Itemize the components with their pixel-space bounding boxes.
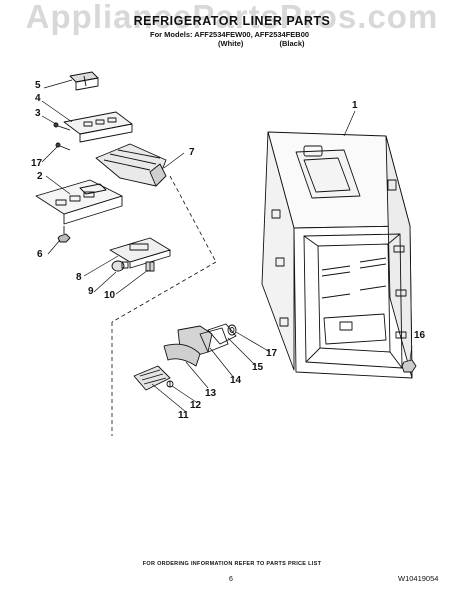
callout-8: 8	[76, 272, 82, 283]
callout-4: 4	[35, 93, 41, 104]
variant-white: (White)	[218, 39, 244, 48]
part-15-bracket	[207, 323, 237, 345]
part-2-panel	[35, 179, 123, 225]
models-line: For Models: AFF2534FEW00, AFF2534FEB00	[150, 30, 310, 39]
callout-2: 2	[37, 171, 43, 182]
liner-part-1	[261, 131, 413, 379]
callout-11: 11	[178, 410, 189, 421]
callout-3: 3	[35, 108, 41, 119]
callout-17-upper: 17	[31, 158, 43, 169]
part-9-bulb	[111, 260, 129, 272]
part-8-light-housing	[109, 237, 171, 269]
part-4-housing	[63, 111, 133, 143]
callout-12: 12	[190, 400, 202, 411]
callout-7: 7	[189, 147, 195, 158]
part-7-cover	[95, 143, 167, 187]
part-10-socket	[145, 261, 155, 272]
ordering-note: FOR ORDERING INFORMATION REFER TO PARTS …	[142, 561, 322, 567]
callout-14: 14	[230, 375, 242, 386]
part-3-screw	[53, 122, 71, 131]
part-11-grille	[133, 365, 171, 391]
callout-16: 16	[414, 330, 426, 341]
callout-10: 10	[104, 290, 116, 301]
part-17-screw-upper	[55, 142, 71, 151]
callout-6: 6	[37, 249, 43, 260]
variant-black: (Black)	[279, 39, 305, 48]
leader-lines	[41, 79, 413, 413]
document-code: W10419054	[398, 574, 439, 583]
variants-line: (White) (Black)	[218, 39, 339, 48]
part-12-screw	[166, 380, 174, 388]
part-5-latch	[69, 71, 99, 91]
callout-5: 5	[35, 80, 41, 91]
page-number: 6	[229, 576, 233, 583]
callout-1: 1	[352, 100, 358, 111]
page-title: REFRIGERATOR LINER PARTS	[133, 14, 331, 28]
assembly-boundary	[111, 175, 217, 436]
callout-9: 9	[88, 286, 94, 297]
part-17-grommet-lower	[227, 324, 237, 336]
watermark: AppliancePartsPros.com	[25, 0, 439, 35]
callout-13: 13	[205, 388, 217, 399]
callout-17-lower: 17	[266, 348, 278, 359]
part-13-bracket	[163, 343, 201, 367]
callout-15: 15	[252, 362, 264, 373]
part-16-plug	[401, 359, 417, 373]
part-6-nut	[57, 226, 71, 243]
